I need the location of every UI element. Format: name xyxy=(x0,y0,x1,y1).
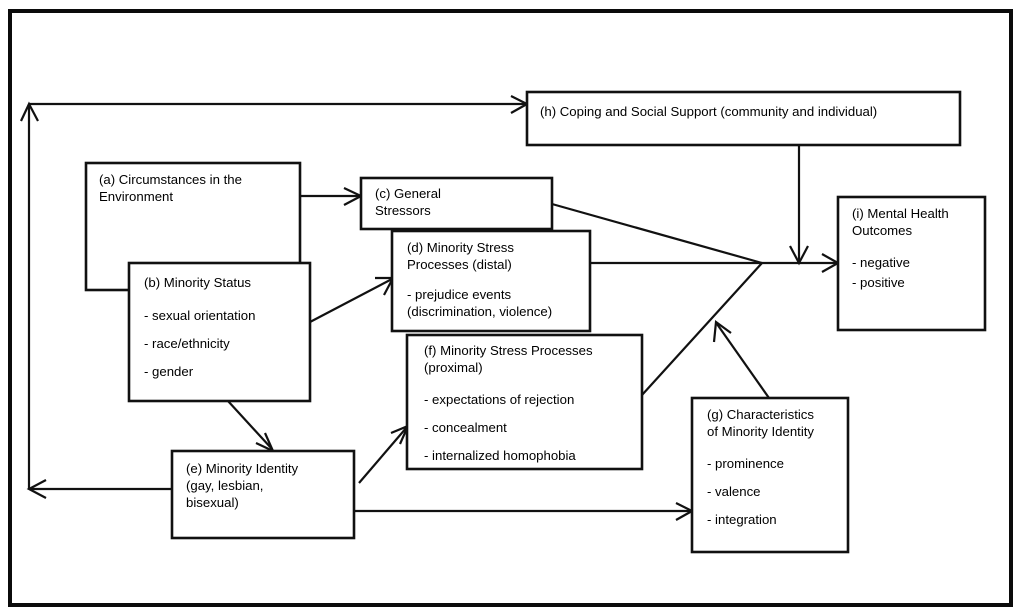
node-g-box[interactable] xyxy=(690,396,850,554)
node-e-line1: (e) Minority Identity xyxy=(186,461,299,476)
node-g-line1: (g) Characteristics xyxy=(707,407,814,422)
edge-g-to-fi-path xyxy=(716,323,770,399)
node-c-line1: (c) General xyxy=(375,186,441,201)
node-b-minority-status[interactable]: (b) Minority Status - sexual orientation… xyxy=(127,261,312,403)
node-i-item-1: - negative xyxy=(852,255,910,270)
node-b-item-3: - gender xyxy=(144,364,194,379)
edge-f-to-convergence xyxy=(641,262,763,396)
node-h-line1: (h) Coping and Social Support (community… xyxy=(540,104,877,119)
node-d-minority-stress-processes-distal[interactable]: (d) Minority Stress Processes (distal) -… xyxy=(390,229,592,333)
node-b-item-2: - race/ethnicity xyxy=(144,336,230,351)
node-c-general-stressors[interactable]: (c) General Stressors xyxy=(359,176,554,231)
arrowhead-feedback-rail-up xyxy=(20,101,39,122)
node-c-box[interactable] xyxy=(359,176,554,231)
node-e-line2: (gay, lesbian, xyxy=(186,478,263,493)
node-f-minority-stress-processes-proximal[interactable]: (f) Minority Stress Processes (proximal)… xyxy=(405,333,644,471)
node-g-item-3: - integration xyxy=(707,512,777,527)
node-d-line2: Processes (distal) xyxy=(407,257,512,272)
edge-b-to-d xyxy=(309,278,393,323)
node-i-item-2: - positive xyxy=(852,275,905,290)
edge-e-to-f xyxy=(358,426,408,484)
edge-b-to-e xyxy=(227,400,273,450)
edge-c-to-convergence xyxy=(551,202,763,265)
node-d-item-1: - prejudice events xyxy=(407,287,511,302)
node-h-coping-and-social-support[interactable]: (h) Coping and Social Support (community… xyxy=(525,90,962,147)
node-i-mental-health-outcomes[interactable]: (i) Mental Health Outcomes - negative - … xyxy=(836,195,987,332)
node-g-item-2: - valence xyxy=(707,484,761,499)
node-a-line2: Environment xyxy=(99,189,173,204)
node-e-box[interactable] xyxy=(170,449,356,540)
node-a-line1: (a) Circumstances in the xyxy=(99,172,242,187)
arrowhead-g-to-fi-path xyxy=(712,319,732,343)
node-g-characteristics-of-minority-identity[interactable]: (g) Characteristics of Minority Identity… xyxy=(690,396,850,554)
node-f-line2: (proximal) xyxy=(424,360,483,375)
node-d-item-2: (discrimination, violence) xyxy=(407,304,552,319)
node-c-line2: Stressors xyxy=(375,203,431,218)
node-i-box[interactable] xyxy=(836,195,987,332)
node-d-line1: (d) Minority Stress xyxy=(407,240,514,255)
node-g-line2: of Minority Identity xyxy=(707,424,814,439)
arrowhead-e-to-feedback xyxy=(26,479,47,499)
node-f-item-2: - concealment xyxy=(424,420,507,435)
node-i-line2: Outcomes xyxy=(852,223,913,238)
node-f-item-1: - expectations of rejection xyxy=(424,392,574,407)
arrowhead-h-to-i xyxy=(789,245,809,266)
node-f-line1: (f) Minority Stress Processes xyxy=(424,343,593,358)
figure-outer-border xyxy=(8,9,1013,607)
node-f-box[interactable] xyxy=(405,333,644,471)
node-f-item-3: - internalized homophobia xyxy=(424,448,576,463)
node-b-box[interactable] xyxy=(127,261,312,403)
node-i-line1: (i) Mental Health xyxy=(852,206,949,221)
node-d-box[interactable] xyxy=(390,229,592,333)
node-e-line3: bisexual) xyxy=(186,495,239,510)
node-e-minority-identity[interactable]: (e) Minority Identity (gay, lesbian, bis… xyxy=(170,449,356,540)
connector-layer xyxy=(20,95,841,521)
node-h-box[interactable] xyxy=(525,90,962,147)
node-g-item-1: - prominence xyxy=(707,456,784,471)
node-b-title: (b) Minority Status xyxy=(144,275,251,290)
node-b-item-1: - sexual orientation xyxy=(144,308,255,323)
